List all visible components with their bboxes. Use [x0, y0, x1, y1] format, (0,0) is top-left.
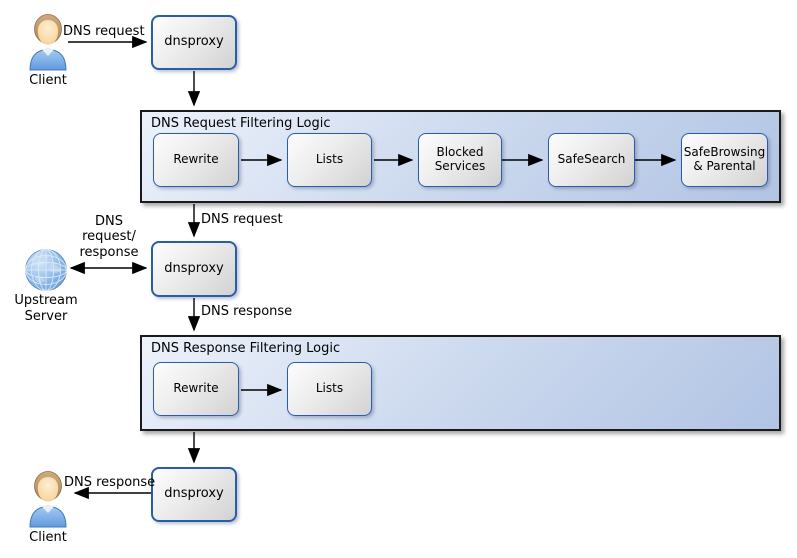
globe-icon	[25, 249, 67, 291]
upstream-server-label: Upstream Server	[14, 293, 78, 324]
response-filtering-container: DNS Response Filtering Logic Rewrite Lis…	[140, 335, 781, 431]
edge-label-upstream-exchange: DNS request/ response	[79, 214, 139, 260]
dnsproxy-node-top: dnsproxy	[151, 15, 237, 70]
request-filtering-container: DNS Request Filtering Logic Rewrite List…	[140, 110, 781, 203]
upstream-server-figure	[24, 248, 68, 296]
step-blocked-services: Blocked Services	[418, 133, 502, 187]
step-lists-response: Lists	[287, 362, 372, 416]
client-bottom-figure	[26, 470, 70, 532]
client-top-figure	[26, 13, 70, 75]
dnsproxy-node-middle: dnsproxy	[151, 241, 237, 297]
step-rewrite-response: Rewrite	[153, 362, 239, 416]
step-lists-request: Lists	[287, 133, 372, 187]
person-icon	[29, 14, 67, 71]
client-top-label: Client	[29, 73, 67, 88]
step-safesearch: SafeSearch	[548, 133, 635, 187]
edge-label-dns-response-client: DNS response	[64, 475, 156, 490]
person-icon	[29, 471, 67, 528]
edge-label-client-request: DNS request	[63, 24, 145, 39]
response-filtering-title: DNS Response Filtering Logic	[151, 341, 341, 356]
dnsproxy-node-bottom: dnsproxy	[151, 467, 237, 522]
step-rewrite-request: Rewrite	[153, 133, 239, 187]
step-safebrowsing-parental: SafeBrowsing & Parental	[681, 133, 768, 187]
edge-label-dns-request: DNS request	[201, 212, 283, 227]
client-bottom-label: Client	[29, 530, 67, 545]
edge-label-dns-response: DNS response	[201, 304, 293, 319]
request-filtering-title: DNS Request Filtering Logic	[151, 116, 331, 131]
